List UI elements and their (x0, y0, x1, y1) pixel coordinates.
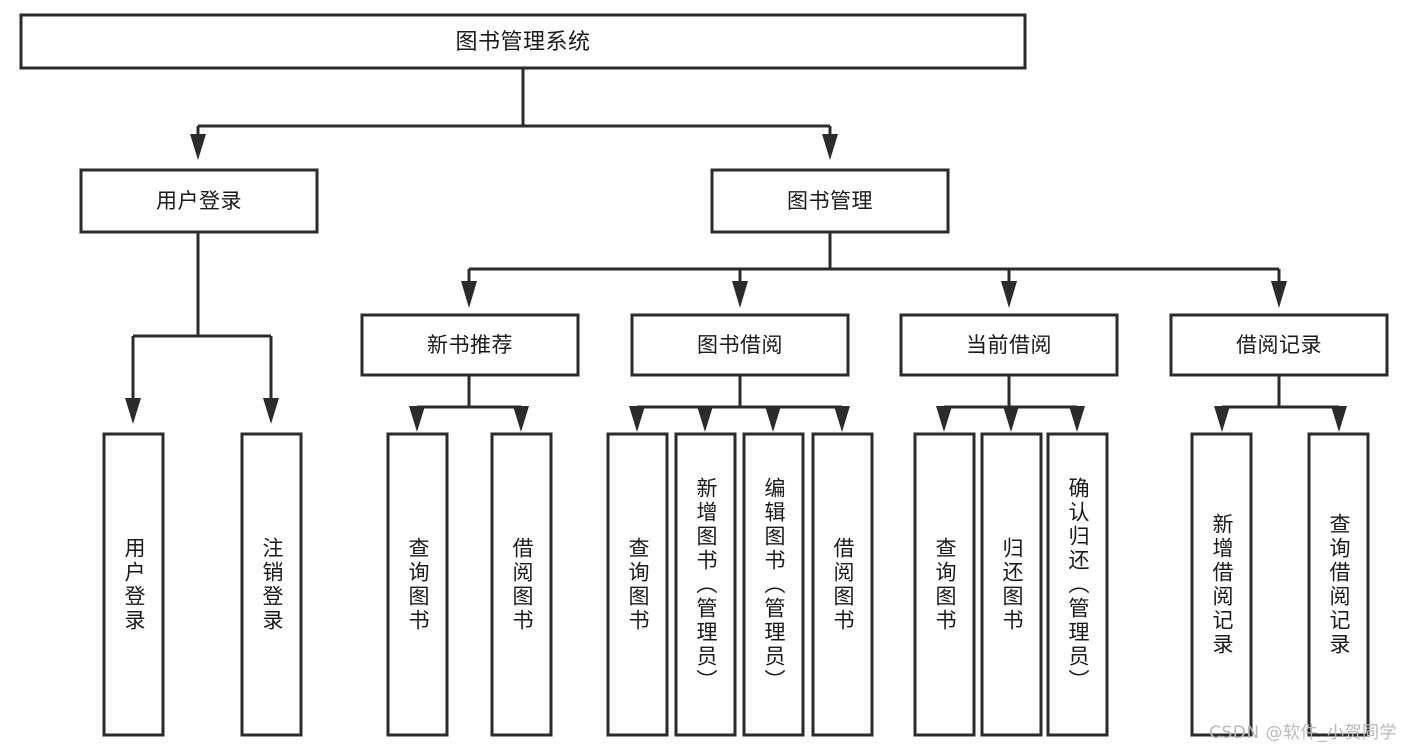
node-book-borrow-label: 图书借阅 (697, 333, 783, 357)
arrow-head-bookborrow-2 (765, 406, 781, 432)
leaf-box-book-borrow-2[interactable] (742, 432, 805, 737)
node-current-borrow-box[interactable] (899, 313, 1119, 377)
arrow-head-currentborrow-2 (1069, 406, 1085, 432)
connector-group-root-to-level2 (190, 68, 838, 160)
leaf-box-book-borrow-3[interactable] (811, 432, 874, 737)
leaf-box-new-book-1[interactable] (490, 432, 553, 737)
arrow-head-newbook-1 (513, 406, 529, 432)
connector-group-userlogin-to-leaves (125, 232, 279, 424)
node-book-borrow-box[interactable] (630, 313, 850, 377)
node-borrow-record-label: 借阅记录 (1236, 333, 1322, 357)
leaf-box-borrow-record-1[interactable] (1307, 432, 1370, 737)
arrow-head-root-0 (190, 134, 206, 160)
arrow-head-root-1 (822, 134, 838, 160)
arrow-head-userlogin-1 (263, 398, 279, 424)
node-book-management-box[interactable] (710, 168, 950, 234)
leaf-box-book-borrow-1[interactable] (674, 432, 737, 737)
connector-group-bookmgmt-to-level3 (461, 232, 1287, 308)
leaf-box-user-login-0[interactable] (102, 432, 165, 737)
leaf-box-current-borrow-0[interactable] (913, 432, 976, 737)
arrow-head-borrowrecord-0 (1214, 406, 1230, 432)
arrow-head-userlogin-0 (125, 398, 141, 424)
leaf-box-new-book-0[interactable] (386, 432, 449, 737)
arrow-head-bookborrow-0 (629, 406, 645, 432)
node-user-login-box[interactable] (79, 168, 319, 234)
arrow-head-borrowrecord-1 (1331, 406, 1347, 432)
connector-group-borrowrecord-to-leaves (1214, 375, 1347, 432)
arrow-head-bookborrow-1 (697, 406, 713, 432)
arrow-head-currentborrow-1 (1003, 406, 1019, 432)
node-root-box[interactable] (19, 13, 1027, 70)
watermark-text: CSDN @软件_小贺同学 (1209, 723, 1397, 743)
node-book-management-label: 图书管理 (787, 189, 873, 213)
connector-group-bookborrow-to-leaves (629, 375, 850, 432)
node-user-login-label: 用户登录 (156, 189, 242, 213)
connector-group-newbook-to-leaves (409, 375, 529, 432)
node-new-book-recommend-label: 新书推荐 (427, 333, 513, 357)
arrow-head-bookmgmt-2 (1001, 281, 1017, 308)
arrow-head-currentborrow-0 (936, 406, 952, 432)
node-new-book-recommend-box[interactable] (360, 313, 580, 377)
node-root-label: 图书管理系统 (455, 30, 590, 55)
leaf-box-borrow-record-0[interactable] (1190, 432, 1253, 737)
leaf-box-current-borrow-2[interactable] (1046, 432, 1109, 737)
node-borrow-record-box[interactable] (1169, 313, 1389, 377)
node-current-borrow-label: 当前借阅 (966, 333, 1052, 357)
leaf-box-current-borrow-1[interactable] (980, 432, 1043, 737)
arrow-head-bookmgmt-0 (461, 281, 477, 308)
arrow-head-bookborrow-3 (834, 406, 850, 432)
arrow-head-bookmgmt-1 (732, 281, 748, 308)
leaf-box-book-borrow-0[interactable] (606, 432, 669, 737)
arrow-head-newbook-0 (409, 406, 425, 432)
leaf-box-user-login-1[interactable] (240, 432, 303, 737)
arrow-head-bookmgmt-3 (1271, 281, 1287, 308)
connector-group-currentborrow-to-leaves (936, 375, 1085, 432)
